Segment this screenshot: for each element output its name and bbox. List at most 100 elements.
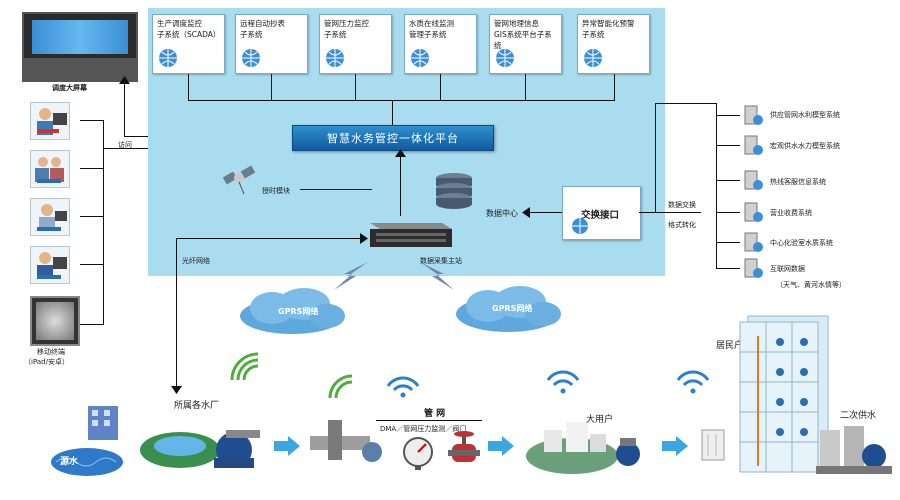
user-workstation	[30, 102, 70, 140]
connector-line	[655, 103, 656, 213]
subsystem-name-sub: 子系统	[324, 30, 347, 39]
external-system-label: 互联网数据	[770, 265, 805, 273]
connector-line	[716, 103, 717, 268]
lightning-icon	[334, 262, 368, 290]
subsystem-box: 水质在线监测管理子系统	[404, 14, 477, 74]
external-system-label: 宏观供水水力模型系统	[770, 142, 840, 150]
connector-line	[80, 120, 104, 121]
connector-line	[525, 74, 526, 101]
flow-arrow-icon	[662, 436, 688, 456]
user-workstation	[30, 150, 70, 188]
exchange-interface-label: 交换接口	[581, 210, 620, 221]
connector-line	[188, 74, 189, 101]
external-system-label: 中心化验室水质系统	[770, 239, 833, 247]
connector-line	[80, 264, 104, 265]
server-tower-icon	[744, 202, 763, 222]
connector-line	[271, 74, 272, 101]
external-system-label: 热线客服信息系统	[770, 178, 826, 186]
subsystem-name: 管网压力监控	[324, 19, 369, 28]
data-center-label: 数据中心	[486, 209, 518, 218]
server-tower-icon	[744, 232, 763, 252]
connector-line	[188, 100, 615, 101]
globe-icon	[572, 218, 588, 234]
timing-module-label: 授时模块	[262, 187, 290, 195]
subsystem-box: 异常智能化预警子系统	[577, 14, 650, 74]
globe-icon	[584, 49, 602, 67]
pipe-icon	[310, 420, 382, 462]
platform-bar: 智慧水务管控一体化平台	[292, 125, 494, 151]
connector-line	[80, 216, 104, 217]
connector-line	[655, 103, 717, 104]
connector-line	[376, 420, 482, 421]
connector-line	[176, 238, 366, 239]
connector-line	[80, 324, 104, 325]
mobile-terminal-label-sub: （iPad/安卓）	[24, 358, 69, 366]
connector-line	[614, 74, 615, 101]
connector-line	[527, 212, 563, 213]
collection-station-label: 数据采集主站	[420, 257, 462, 265]
big-screen-room	[24, 58, 136, 80]
subsystem-name-sub: GIS系统平台子系统	[494, 30, 552, 50]
plants-label: 所属各水厂	[174, 401, 220, 411]
subsystem-box: 管网压力监控子系统	[319, 14, 392, 74]
external-note: （天气、黄河水情等）	[776, 281, 846, 289]
resident-meter-label: 居民户表	[716, 341, 753, 351]
server-tower-icon	[744, 105, 763, 125]
connector-line	[400, 150, 401, 216]
connector-line	[300, 189, 372, 190]
water-source-label: 源水	[60, 457, 79, 467]
arrow-up	[395, 149, 406, 157]
connector-line	[716, 212, 740, 213]
server-icon	[370, 223, 452, 247]
subsystem-name: 远程自动抄表	[240, 19, 285, 28]
arrow-down	[171, 386, 182, 394]
pipe-note: DMA／管网压力监测／阀门	[380, 425, 467, 433]
external-system-label: 营业收费系统	[770, 209, 812, 217]
subsystem-box: 生产调度监控子系统（SCADA）	[152, 14, 225, 74]
big-user-label: 大用户	[586, 415, 614, 425]
subsystem-name-sub: 管理子系统	[409, 30, 447, 39]
connector-line	[639, 212, 701, 213]
external-system-label: 供应管网水利模型系统	[770, 111, 840, 119]
flow-arrow-icon	[274, 436, 300, 456]
wifi-icon	[546, 370, 580, 394]
wifi-icon	[230, 352, 259, 381]
building-icon	[88, 406, 118, 440]
mobile-terminal-screen	[36, 302, 74, 340]
gprs-label: GPRS网络	[492, 304, 533, 313]
connector-line	[80, 168, 104, 169]
pipe-network-label: 管 网	[424, 409, 446, 419]
big-user-icon	[526, 422, 640, 474]
connector-line	[355, 74, 356, 101]
subsystem-name-sub: 子系统	[582, 30, 605, 39]
arrow-left	[522, 207, 530, 218]
subsystem-name: 生产调度监控	[157, 19, 202, 28]
server-tower-icon	[744, 170, 763, 190]
connector-line	[716, 268, 740, 269]
satellite-icon	[222, 165, 256, 195]
connector-line	[176, 238, 177, 390]
database-icon	[436, 173, 472, 209]
connector-line	[716, 180, 740, 181]
connector-line	[716, 242, 740, 243]
subsystem-name-sub: 子系统（SCADA）	[157, 30, 221, 39]
gprs-cloud	[240, 288, 345, 334]
subsystem-name: 异常智能化预警	[582, 19, 635, 28]
gprs-label: GPRS网络	[278, 307, 319, 316]
globe-icon	[496, 49, 514, 67]
secondary-supply-label: 二次供水	[840, 411, 877, 421]
wifi-icon	[676, 370, 710, 394]
mobile-terminal-label: 移动终端	[37, 348, 65, 356]
arrow-right	[360, 233, 368, 244]
access-label: 访问	[118, 141, 132, 149]
subsystem-name-sub: 子系统	[240, 30, 263, 39]
wifi-icon	[386, 376, 420, 398]
exchange-note-sub: 格式转化	[668, 221, 696, 229]
connector-line	[440, 74, 441, 101]
lightning-icon	[420, 262, 454, 290]
exchange-note: 数据交换	[668, 201, 696, 209]
subsystem-name: 水质在线监测	[409, 19, 454, 28]
mobile-terminal	[30, 296, 80, 346]
server-tower-icon	[744, 258, 763, 278]
